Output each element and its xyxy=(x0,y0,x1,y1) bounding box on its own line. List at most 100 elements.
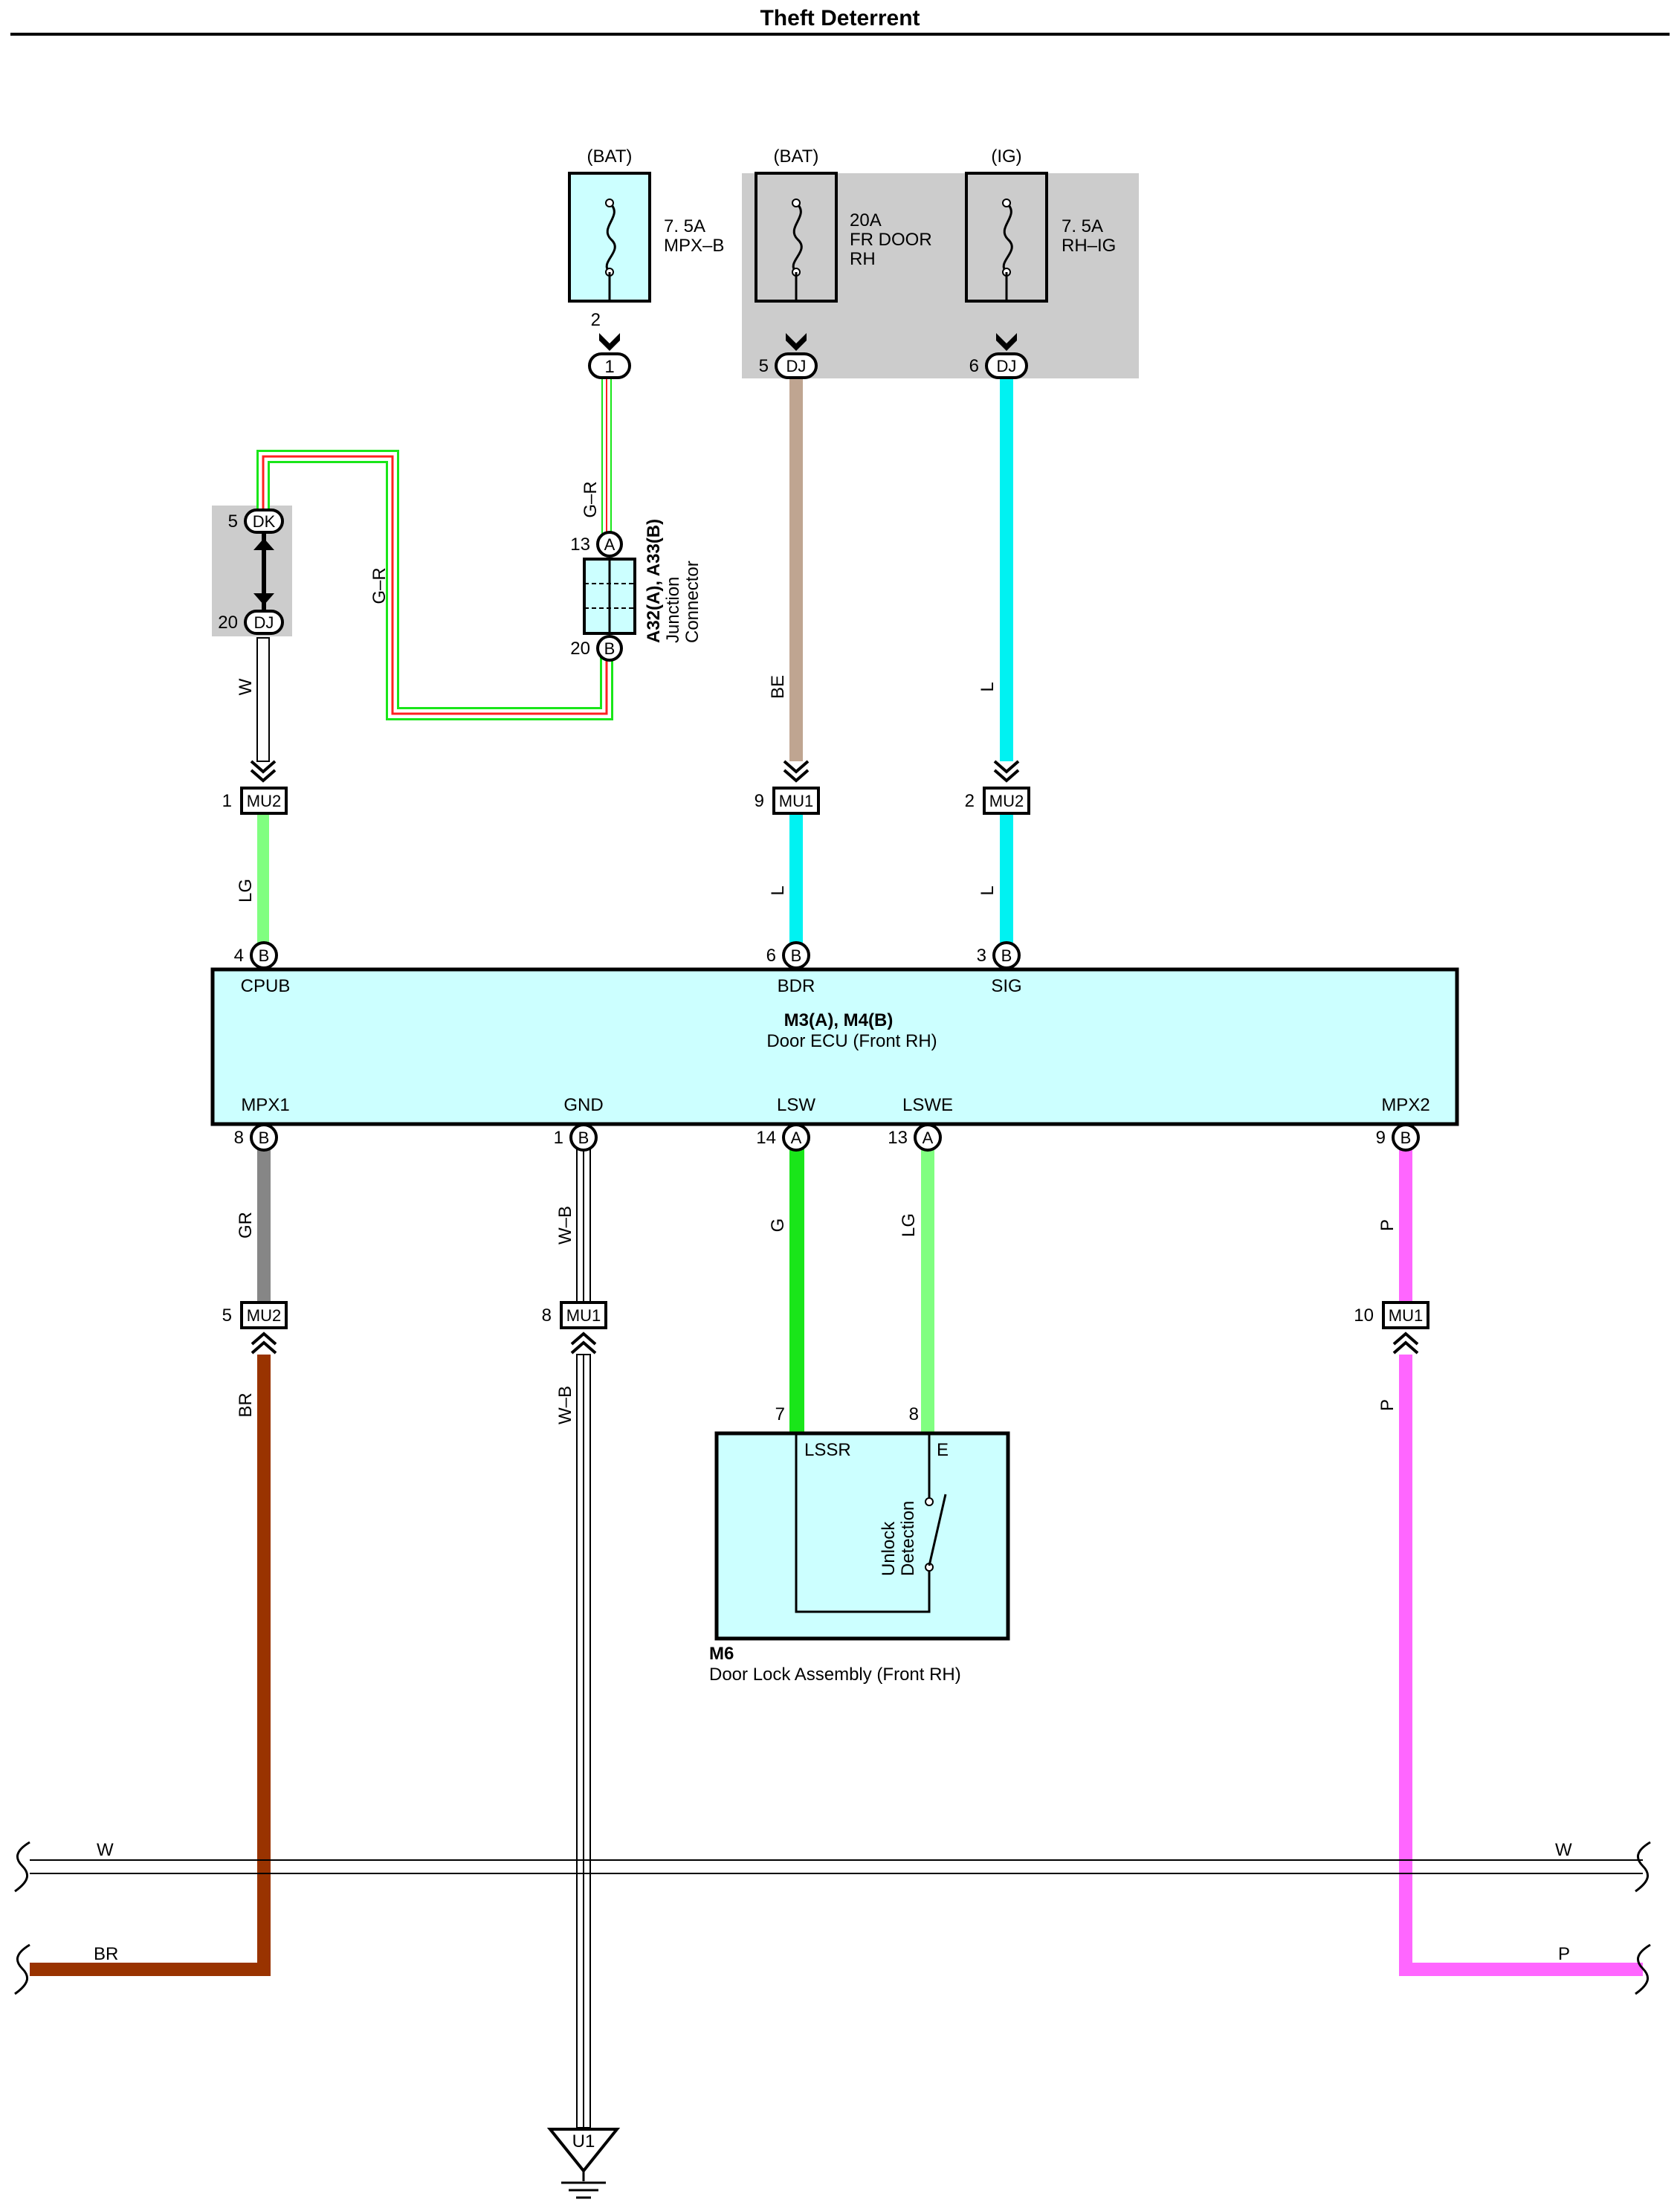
ecu-bdr: BDR xyxy=(778,976,815,996)
ecu-pin-8-letter: B xyxy=(259,1129,270,1147)
fuse-frdoor-name2: RH xyxy=(850,249,876,269)
connector-dj-6 xyxy=(985,352,1028,379)
connector-dj-5-label: DJ xyxy=(786,357,807,375)
lock-title: M6 xyxy=(709,1644,734,1664)
wire-label-gr-loop: G–R xyxy=(369,567,390,604)
ecu-pin-4 xyxy=(250,941,278,969)
break-mark-w-left xyxy=(14,1841,30,1893)
wire-label-lg-cpub: LG xyxy=(236,879,256,903)
bus-label-w-right: W xyxy=(1555,1840,1572,1860)
ecu-pin-4-letter: B xyxy=(259,946,270,965)
lock-internal-path xyxy=(795,1433,931,1613)
ecu-pin-14 xyxy=(782,1123,810,1152)
switch-label-1: Unlock xyxy=(879,1521,899,1576)
switch-blade xyxy=(928,1494,947,1566)
connector-mu2-5-label: MU2 xyxy=(247,1306,281,1325)
chevron-mu1-10 xyxy=(1392,1331,1419,1355)
pin-6-dj-label: 6 xyxy=(969,356,979,376)
connector-mu1-8 xyxy=(560,1301,607,1329)
junction-sub2: Connector xyxy=(682,561,702,643)
ecu-pin-4-num: 4 xyxy=(234,946,244,966)
wire-l-ig xyxy=(1000,376,1013,761)
ecu-subtitle: Door ECU (Front RH) xyxy=(766,1031,937,1051)
wire-label-p-lower: P xyxy=(1377,1399,1398,1411)
break-mark-br-left xyxy=(14,1943,30,1995)
junction-sub1: Junction xyxy=(663,577,683,643)
fuse-rhig-icon xyxy=(1002,201,1013,274)
wire-w-b xyxy=(576,1147,591,2128)
pin-8-mu1-label: 8 xyxy=(542,1305,552,1326)
junction-pin-a-label: A xyxy=(604,535,616,554)
lock-e: E xyxy=(937,1440,949,1460)
fuse-rhig-name: RH–IG xyxy=(1062,236,1116,256)
wire-label-wb-upper: W–B xyxy=(555,1206,575,1245)
fuse-mpxb-amp: 7. 5A xyxy=(664,216,705,236)
wire-label-be: BE xyxy=(768,675,788,699)
junction-pin-a xyxy=(596,531,623,558)
ecu-pin-1-letter: B xyxy=(578,1129,589,1147)
connector-dk-label: DK xyxy=(253,512,276,531)
ecu-cpub: CPUB xyxy=(241,976,291,996)
wire-lg-cpub xyxy=(257,813,269,949)
ecu-pin-3-num: 3 xyxy=(977,946,986,966)
page-title: Theft Deterrent xyxy=(760,6,920,30)
chevron-mu1-9 xyxy=(783,760,810,783)
lock-pin-7-num: 7 xyxy=(775,1404,785,1424)
ecu-pin-14-letter: A xyxy=(791,1129,802,1147)
pin-9-mu1-label: 9 xyxy=(755,791,764,811)
connector-mu2-1-label: MU2 xyxy=(247,792,281,810)
bat2-label: (BAT) xyxy=(774,146,819,167)
ecu-pin-13-num: 13 xyxy=(888,1128,908,1148)
chevron-mu2-1 xyxy=(250,760,277,783)
arrow-mpxb xyxy=(599,333,620,351)
connector-dj-20 xyxy=(244,610,284,635)
fuse-block-shade xyxy=(742,173,1139,378)
switch-label-2: Detection xyxy=(898,1501,918,1576)
wire-be xyxy=(789,376,803,761)
connector-mu1-9-label: MU1 xyxy=(779,792,813,810)
fuse-frdoor-amp: 20A xyxy=(850,210,882,230)
door-ecu xyxy=(210,967,1459,1126)
junction-title: A32(A), A33(B) xyxy=(644,519,664,643)
wire-label-gr-upper: G–R xyxy=(581,481,601,517)
wire-p-upper xyxy=(1399,1148,1412,1302)
wire-w-bus xyxy=(30,1859,1643,1874)
connector-dj-5 xyxy=(775,352,818,379)
wire-label-br: BR xyxy=(236,1392,256,1417)
connector-mu2-2-label: MU2 xyxy=(989,792,1024,810)
ground-triangle xyxy=(546,2128,621,2174)
ecu-title: M3(A), M4(B) xyxy=(784,1010,894,1030)
wire-label-w-upper: W xyxy=(236,678,256,695)
ecu-pin-1-num: 1 xyxy=(554,1128,563,1148)
pin-10-mu1-label: 10 xyxy=(1354,1305,1374,1326)
connector-dj-6-label: DJ xyxy=(997,357,1017,375)
connector-mu1-10-label: MU1 xyxy=(1389,1306,1423,1325)
arrow-frdoor xyxy=(786,333,807,351)
ecu-pin-3-letter: B xyxy=(1001,946,1012,965)
connector-1 xyxy=(588,352,631,379)
fuse-mpxb-icon xyxy=(605,201,616,274)
connector-1-label: 1 xyxy=(604,357,614,377)
wire-label-p-upper: P xyxy=(1377,1219,1398,1231)
chevron-mu1-8 xyxy=(570,1331,597,1355)
ecu-sig: SIG xyxy=(991,976,1021,996)
junction-pin-b-label: B xyxy=(604,639,616,658)
bat1-label: (BAT) xyxy=(587,146,633,167)
ecu-mpx2: MPX2 xyxy=(1381,1095,1429,1115)
bus-label-br: BR xyxy=(94,1944,118,1964)
fuse-frdoor-icon xyxy=(792,201,803,274)
wire-label-g: G xyxy=(768,1218,788,1233)
connector-mu1-9 xyxy=(772,787,820,815)
connector-mu1-10 xyxy=(1382,1301,1429,1329)
pin-5-mu2-label: 5 xyxy=(222,1305,232,1326)
lock-pin-8-num: 8 xyxy=(909,1404,919,1424)
pin-5-dk-label: 5 xyxy=(228,511,238,532)
wire-g-r-upper xyxy=(601,375,613,546)
chevron-mu2-5 xyxy=(251,1331,277,1355)
pin-2-mu2-label: 2 xyxy=(965,791,975,811)
arrow-rhig xyxy=(996,333,1017,351)
wire-l-sig xyxy=(1000,813,1013,949)
pin-5-dj-label: 5 xyxy=(759,356,769,376)
pin-20-junction-label: 20 xyxy=(570,639,590,659)
junction-pin-b xyxy=(596,635,623,662)
